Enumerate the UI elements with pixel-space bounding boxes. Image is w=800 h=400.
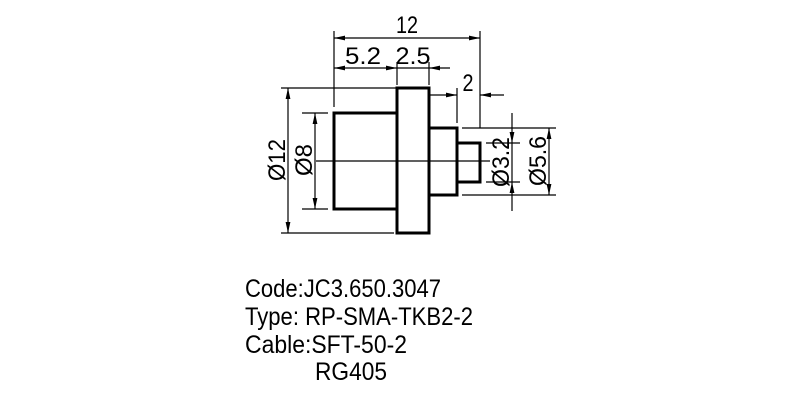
arrowhead-bottom [546, 184, 552, 195]
dim-flange-diameter: Ø12 [264, 88, 291, 233]
code-text: Code:JC3.650.3047 [245, 275, 441, 303]
arrowhead-top [312, 113, 318, 124]
arrowhead-right [480, 92, 491, 98]
dim-tip-length-label: 2 [463, 70, 474, 97]
connector-outline [332, 86, 482, 235]
dim-flange-dia-label: Ø12 [264, 139, 291, 181]
cable-text: Cable:SFT-50-2 [245, 331, 407, 359]
type-text: Type: RP-SMA-TKB2-2 [245, 303, 473, 331]
dim-nut-diameter: Ø5.6 [525, 128, 552, 195]
pin-outline [455, 141, 482, 184]
dim-tip-dia-label: Ø3.2 [488, 137, 515, 187]
arrowhead-bottom [312, 198, 318, 209]
dim-total-length: 12 [334, 12, 480, 41]
dim-rear-length-label: 5.2 [345, 43, 381, 70]
arrowhead-right [429, 65, 440, 71]
arrowhead-right [469, 35, 480, 41]
arrowhead-top [509, 132, 515, 143]
dim-tip-length: 2 [429, 70, 504, 98]
arrowhead-left [446, 92, 457, 98]
arrowhead-middle [386, 65, 397, 71]
arrowhead-bottom [285, 222, 291, 233]
cable-alt-text: RG405 [315, 358, 387, 386]
arrowhead-bottom [509, 182, 515, 193]
dim-body-dia-label: Ø8 [291, 144, 318, 176]
title-block: Code:JC3.650.3047 Type: RP-SMA-TKB2-2 Ca… [245, 275, 473, 386]
dim-nut-dia-label: Ø5.6 [525, 136, 552, 186]
dim-body-diameter: Ø8 [291, 113, 318, 209]
arrowhead-left [334, 65, 345, 71]
dim-tip-diameter: Ø3.2 [488, 113, 515, 211]
dim-total-length-label: 12 [396, 12, 418, 39]
dim-rear-and-flange: 5.2 2.5 [334, 43, 450, 71]
arrowhead-top [285, 88, 291, 99]
extension-lines [281, 31, 556, 234]
dim-flange-width-label: 2.5 [396, 43, 431, 70]
arrowhead-left [334, 35, 345, 41]
arrowhead-top [546, 128, 552, 139]
